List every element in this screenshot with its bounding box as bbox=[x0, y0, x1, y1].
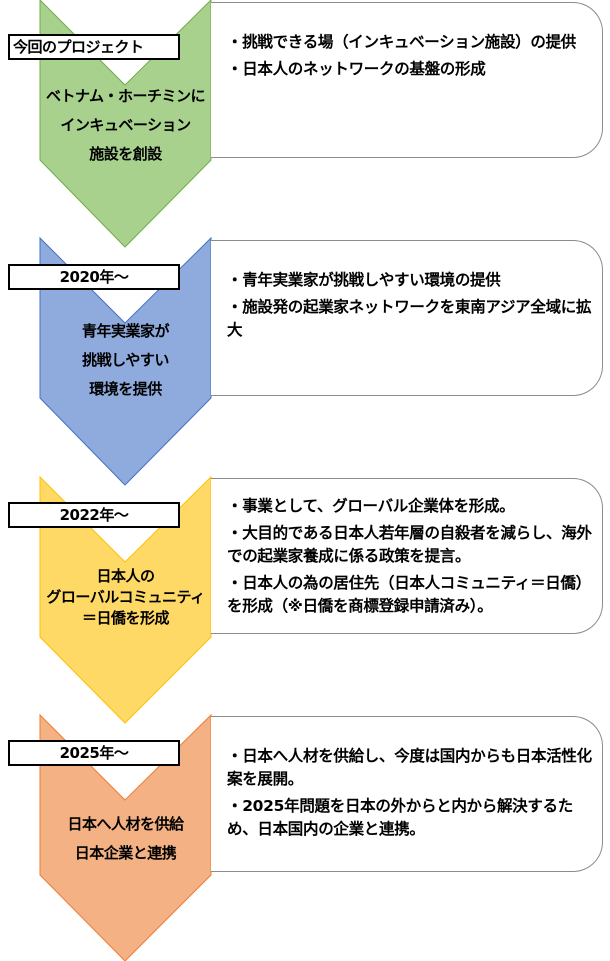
chevron-stage-1 bbox=[39, 0, 212, 248]
stage-title-line: 青年実業家が bbox=[81, 322, 170, 340]
stage-title-line: 施設を創設 bbox=[89, 145, 162, 163]
chevron-stage-3 bbox=[39, 475, 212, 724]
description-box-stage-3: ・事業として、グローバル企業体を形成。 ・大目的である日本人若年層の自殺者を減ら… bbox=[211, 478, 603, 634]
description-item: ・青年実業家が挑戦しやすい環境の提供 bbox=[227, 271, 501, 289]
stage-label: 2025年～ bbox=[8, 740, 180, 766]
chevron-stage-4 bbox=[39, 713, 212, 961]
stage-title-line: 日本へ人材を供給 bbox=[67, 815, 184, 833]
stage-title-line: 日本企業と連携 bbox=[74, 844, 177, 862]
description-item: ・大目的である日本人若年層の自殺者を減らし、海外での起業家養成に係る政策を提言。 bbox=[227, 524, 592, 565]
description-item: ・2025年問題を日本の外からと内から解決するため、日本国内の企業と連携。 bbox=[227, 797, 573, 838]
stage-title-line: ＝日僑を形成 bbox=[81, 609, 170, 627]
stage-title-2: 青年実業家が 挑戦しやすい 環境を提供 bbox=[40, 317, 211, 404]
stage-label: 今回のプロジェクト bbox=[8, 34, 180, 60]
stage-title-line: 日本人の bbox=[96, 567, 155, 585]
stage-title-line: 挑戦しやすい bbox=[82, 351, 169, 369]
stage-title-3: 日本人の グローバルコミュニティ ＝日僑を形成 bbox=[40, 566, 211, 629]
stage-label: 2022年～ bbox=[8, 502, 180, 528]
description-box-stage-2: ・青年実業家が挑戦しやすい環境の提供 ・施設発の起業家ネットワークを東南アジア全… bbox=[211, 240, 603, 396]
stage-title-line: インキュベーション bbox=[60, 116, 191, 134]
stage-title-1: ベトナム・ホーチミンに インキュベーション 施設を創設 bbox=[40, 82, 211, 169]
description-item: ・日本人のネットワークの基盤の形成 bbox=[227, 60, 486, 78]
stage-title-line: ベトナム・ホーチミンに bbox=[45, 87, 206, 105]
description-item: ・挑戦できる場（インキュベーション施設）の提供 bbox=[227, 33, 576, 51]
description-box-stage-4: ・日本へ人材を供給し、今度は国内からも日本活性化案を展開。 ・2025年問題を日… bbox=[211, 716, 603, 872]
stage-title-line: 環境を提供 bbox=[89, 380, 162, 398]
description-item: ・事業として、グローバル企業体を形成。 bbox=[227, 497, 515, 515]
stage-label: 2020年～ bbox=[8, 264, 180, 290]
description-item: ・日本人の為の居住先（日本人コミュニティ＝日僑）を形成（※日僑を商標登録申請済み… bbox=[227, 574, 591, 615]
description-item: ・施設発の起業家ネットワークを東南アジア全域に拡大 bbox=[227, 298, 592, 339]
description-box-stage-1: ・挑戦できる場（インキュベーション施設）の提供 ・日本人のネットワークの基盤の形… bbox=[211, 2, 603, 158]
stage-title-line: グローバルコミュニティ bbox=[46, 588, 205, 606]
description-item: ・日本へ人材を供給し、今度は国内からも日本活性化案を展開。 bbox=[227, 747, 592, 788]
chevron-stage-2 bbox=[39, 236, 212, 486]
stage-title-4: 日本へ人材を供給 日本企業と連携 bbox=[40, 810, 211, 868]
